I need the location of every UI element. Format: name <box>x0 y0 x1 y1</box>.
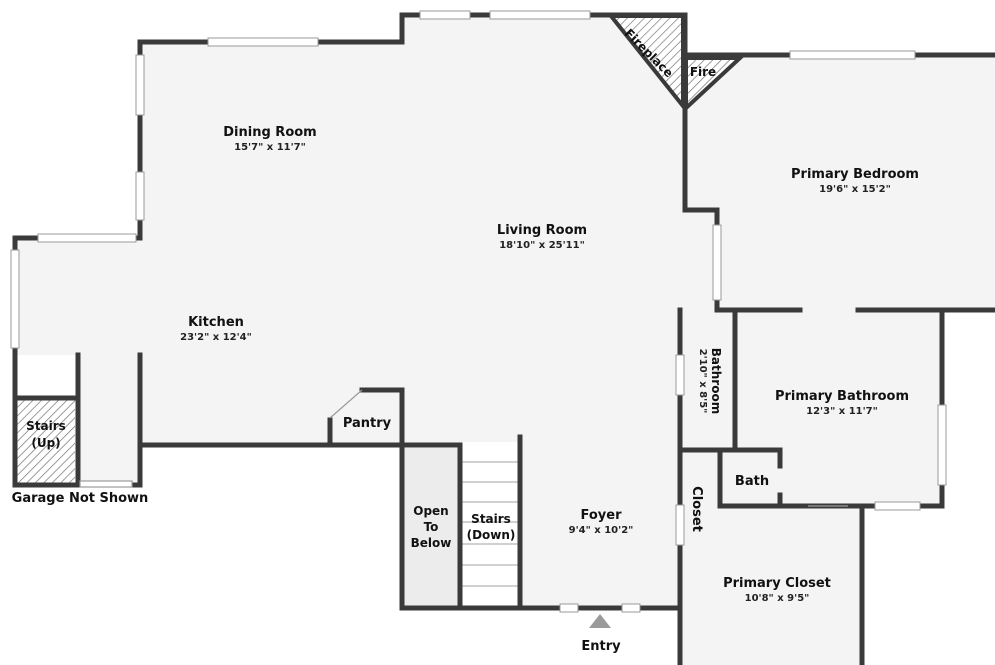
garage-not-shown-label: Garage Not Shown <box>12 491 149 506</box>
open-to-below-label-1: Open <box>413 504 448 518</box>
bathroom-name: Bathroom <box>709 348 723 414</box>
primary-closet-dims: 10'8" x 9'5" <box>745 593 810 604</box>
stairs-up-label-1: Stairs <box>26 419 66 433</box>
open-to-below-label-3: Below <box>411 536 452 550</box>
bath-label: Bath <box>735 474 769 489</box>
door-details <box>79 389 848 507</box>
kitchen-dims: 23'2" x 12'4" <box>180 332 252 343</box>
living-room-dims: 18'10" x 25'11" <box>499 240 585 251</box>
living-room-name: Living Room <box>497 223 587 238</box>
pantry-label: Pantry <box>343 416 392 431</box>
foyer-dims: 9'4" x 10'2" <box>569 525 634 536</box>
primary-bedroom-name: Primary Bedroom <box>791 167 919 182</box>
bathroom-label: Bathroom 2'10" x 8'5" <box>697 348 723 414</box>
windows <box>10 10 947 613</box>
fire-label: Fire <box>690 65 716 79</box>
primary-bathroom-name: Primary Bathroom <box>775 389 909 404</box>
primary-closet-name: Primary Closet <box>723 576 831 591</box>
stairs-up-label-2: (Up) <box>31 436 60 450</box>
foyer-name: Foyer <box>581 508 623 523</box>
primary-bathroom-dims: 12'3" x 11'7" <box>806 406 878 417</box>
open-to-below-label-2: To <box>424 520 439 534</box>
primary-bedroom-dims: 19'6" x 15'2" <box>819 184 891 195</box>
entry-arrow <box>589 614 611 628</box>
kitchen-name: Kitchen <box>188 315 244 330</box>
stairs-down-treads <box>462 461 520 587</box>
stairs-down-label-1: Stairs <box>471 512 511 526</box>
stairs-down-label-2: (Down) <box>467 528 516 542</box>
closet-label: Closet <box>689 486 704 532</box>
dining-room-dims: 15'7" x 11'7" <box>234 142 306 153</box>
entry-label: Entry <box>581 639 621 654</box>
dining-room-name: Dining Room <box>223 125 316 140</box>
floor-fills <box>15 15 995 665</box>
bathroom-dims: 2'10" x 8'5" <box>697 349 708 414</box>
